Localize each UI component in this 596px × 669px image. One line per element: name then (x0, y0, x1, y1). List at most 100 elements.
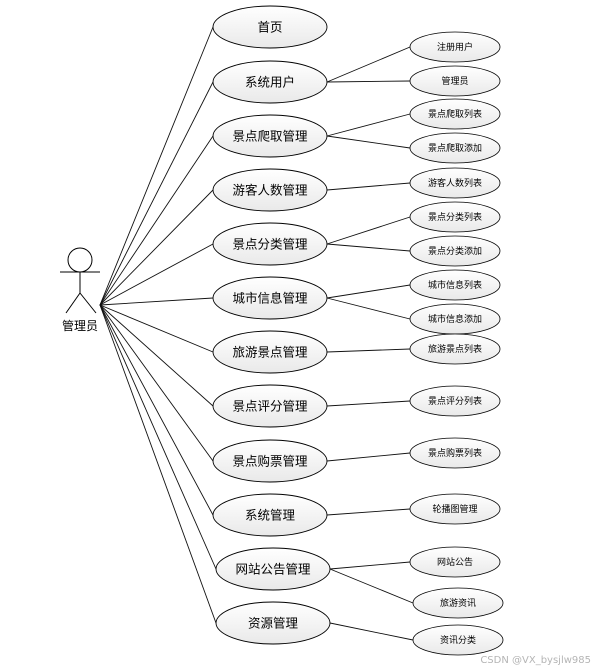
sub-association-line (326, 400, 411, 407)
sub-use-case-ellipse (409, 167, 501, 199)
sub-use-case[interactable]: 游客人数列表 (409, 167, 501, 199)
use-case-ellipse (212, 5, 328, 49)
use-case-label: 系统管理 (245, 508, 296, 523)
actor-association-line (99, 135, 214, 306)
use-case-8[interactable]: 景点评分管理 (212, 384, 328, 428)
use-case-5[interactable]: 景点分类管理 (212, 222, 328, 266)
sub-use-case[interactable]: 管理员 (409, 65, 501, 97)
sub-use-case[interactable]: 景点购票列表 (409, 437, 501, 469)
actor-associations (99, 26, 217, 624)
use-case-label: 首页 (257, 20, 282, 35)
actor-association-line (99, 297, 214, 306)
use-case-10[interactable]: 系统管理 (212, 493, 328, 537)
sub-use-case-ellipse (409, 333, 501, 365)
sub-association-line (326, 508, 411, 516)
actor-association-line (99, 81, 214, 306)
sub-use-case-ellipse (409, 31, 501, 63)
sub-use-case-ellipse (409, 201, 501, 233)
use-case-label: 系统用户 (245, 75, 295, 90)
actor-association-line (99, 26, 214, 306)
use-case-ellipse (212, 384, 328, 428)
sub-association-line (326, 452, 411, 462)
sub-association-line (326, 216, 411, 245)
sub-use-case-ellipse (409, 385, 501, 417)
sub-use-case-ellipse (412, 624, 504, 656)
sub-use-case-ellipse (409, 98, 501, 130)
sub-association-line (326, 182, 411, 191)
watermark: CSDN @VX_bysjlw985 (480, 655, 591, 666)
use-case-label: 城市信息管理 (232, 291, 308, 306)
sub-use-case[interactable]: 旅游资讯 (412, 587, 504, 619)
use-case-9[interactable]: 景点购票管理 (212, 439, 328, 483)
sub-use-case[interactable]: 景点爬取添加 (409, 132, 501, 164)
actor-association-line (99, 304, 217, 570)
sub-use-case-ellipse (409, 132, 501, 164)
sub-use-case-label: 旅游景点列表 (428, 343, 482, 355)
sub-use-case[interactable]: 城市信息添加 (409, 303, 501, 335)
use-case-ellipse (212, 276, 328, 320)
use-case-ellipse (215, 547, 331, 591)
sub-use-case-label: 旅游资讯 (440, 597, 476, 609)
sub-use-case-label: 城市信息列表 (428, 279, 482, 291)
use-case-label: 景点评分管理 (232, 399, 308, 414)
use-case-4[interactable]: 游客人数管理 (212, 168, 328, 212)
use-case-6[interactable]: 城市信息管理 (212, 276, 328, 320)
sub-use-case[interactable]: 轮播图管理 (409, 493, 501, 525)
use-case-ellipse (212, 60, 328, 104)
use-case-ellipse (212, 222, 328, 266)
use-case-label: 资源管理 (248, 616, 299, 631)
use-case-label: 游客人数管理 (232, 183, 308, 198)
sub-use-case-label: 景点爬取添加 (428, 143, 482, 154)
use-case-label: 景点分类管理 (232, 237, 308, 252)
sub-association-line (326, 348, 411, 353)
sub-use-case[interactable]: 资讯分类 (412, 624, 504, 656)
use-case-ellipse (212, 439, 328, 483)
use-case-ellipse (212, 168, 328, 212)
sub-use-case-ellipse (412, 587, 504, 619)
actor-association-line (99, 304, 217, 624)
sub-use-case-label: 城市信息添加 (428, 313, 482, 325)
use-case-ellipse (212, 330, 328, 374)
sub-association-line (329, 561, 411, 570)
sub-use-case-label: 资讯分类 (440, 634, 476, 646)
use-case-12[interactable]: 资源管理 (215, 601, 331, 645)
sub-use-case-ellipse (409, 546, 501, 578)
sub-use-case[interactable]: 网站公告 (409, 546, 501, 578)
sub-use-case[interactable]: 景点分类添加 (409, 235, 501, 267)
sub-use-case-label: 游客人数列表 (428, 177, 482, 189)
sub-use-case-label: 轮播图管理 (432, 503, 477, 515)
actor-head (67, 247, 93, 273)
sub-association-line (329, 568, 414, 604)
sub-use-case-label: 景点评分列表 (428, 395, 482, 407)
use-case-ellipse (215, 601, 331, 645)
sub-associations (326, 46, 414, 641)
use-case-11[interactable]: 网站公告管理 (215, 547, 331, 591)
sub-association-line (329, 622, 414, 641)
use-case-label: 景点爬取管理 (232, 129, 308, 144)
sub-association-line (326, 135, 411, 149)
sub-use-case[interactable]: 注册用户 (409, 31, 501, 63)
actor-left-leg (65, 292, 81, 314)
use-case-3[interactable]: 景点爬取管理 (212, 114, 328, 158)
sub-use-case[interactable]: 景点分类列表 (409, 201, 501, 233)
sub-use-case[interactable]: 旅游景点列表 (409, 333, 501, 365)
use-case-label: 网站公告管理 (235, 562, 311, 577)
sub-use-case-label: 景点分类添加 (428, 245, 482, 257)
sub-use-case[interactable]: 城市信息列表 (409, 269, 501, 301)
use-case-2[interactable]: 系统用户 (212, 60, 328, 104)
sub-use-case-ellipse (409, 437, 501, 469)
use-case-ellipse (212, 493, 328, 537)
sub-use-case-label: 管理员 (441, 75, 468, 87)
use-case-label: 景点购票管理 (232, 454, 308, 469)
sub-association-line (326, 284, 411, 299)
sub-association-line (326, 243, 411, 252)
sub-use-case[interactable]: 景点爬取列表 (409, 98, 501, 130)
use-case-1[interactable]: 首页 (212, 5, 328, 49)
sub-use-case-ellipse (409, 65, 501, 97)
use-case-7[interactable]: 旅游景点管理 (212, 330, 328, 374)
sub-use-case[interactable]: 景点评分列表 (409, 385, 501, 417)
sub-association-line (326, 46, 411, 83)
use-case-label: 旅游景点管理 (232, 345, 308, 360)
sub-use-case-ellipse (409, 493, 501, 525)
